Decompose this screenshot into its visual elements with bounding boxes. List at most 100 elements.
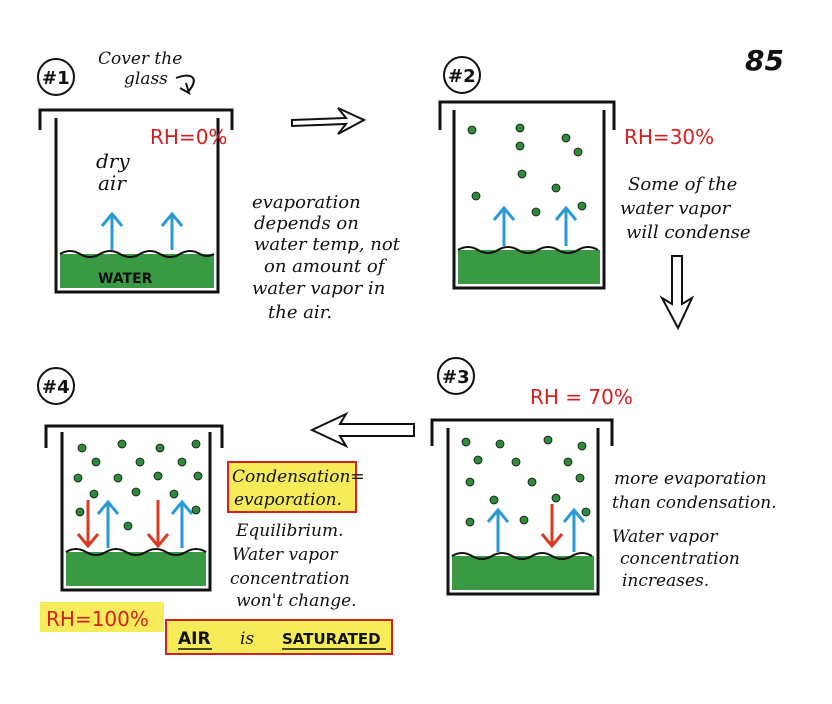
- panel-1-label-circle: [37, 58, 75, 96]
- note-line: water vapor in: [252, 278, 385, 299]
- panel-4-rh: RH=100%: [46, 607, 149, 631]
- up-arrow-icon: [170, 499, 194, 548]
- panel-1: #1 Cover the glass WATER RH=0% dry air: [37, 49, 234, 294]
- panel-2-water-surface: [457, 246, 599, 254]
- panel-2-water: [458, 250, 600, 284]
- vapor-molecule: [131, 487, 141, 497]
- panel-4-note-line: Equilibrium.: [235, 521, 343, 541]
- panel-1-note: evaporation depends on water temp, not o…: [252, 192, 401, 323]
- vapor-molecule: [465, 477, 475, 487]
- panel-2-rh: RH=30%: [624, 125, 714, 149]
- vapor-molecule: [191, 439, 201, 449]
- vapor-molecule: [473, 455, 483, 465]
- up-arrow-icon: [554, 205, 578, 246]
- panel-3-note-line: than condensation.: [612, 493, 777, 513]
- panel-3-note-line: concentration: [620, 549, 740, 569]
- panel-4-label: #4: [42, 377, 70, 398]
- panel-3-vapor: [461, 435, 591, 527]
- vapor-molecule: [155, 443, 165, 453]
- note-line: evaporation: [252, 192, 361, 213]
- panel-4-note-line: concentration: [230, 569, 350, 589]
- up-arrow-icon: [160, 211, 184, 250]
- vapor-molecule: [575, 473, 585, 483]
- vapor-molecule: [531, 207, 541, 217]
- panel-2-label-circle: [443, 56, 481, 94]
- panel-1-water: [60, 254, 214, 288]
- panel-2-up-arrows: [492, 205, 578, 246]
- saturated-word-is: is: [240, 629, 254, 649]
- vapor-molecule: [489, 495, 499, 505]
- panel-1-dry-line2: air: [98, 171, 127, 195]
- up-arrow-icon: [96, 499, 120, 548]
- panel-2-lid: [438, 100, 616, 130]
- panel-2-note-line: water vapor: [620, 198, 732, 219]
- note-line: on amount of: [264, 256, 388, 277]
- vapor-molecule: [495, 439, 505, 449]
- vapor-molecule: [519, 515, 529, 525]
- panel-3-label-circle: [437, 357, 475, 395]
- panel-3-label: #3: [442, 367, 470, 388]
- panel-2-vapor: [467, 123, 587, 217]
- condensation-highlight-box: [227, 461, 357, 513]
- vapor-molecule: [577, 441, 587, 451]
- panel-1-water-surface: [59, 250, 215, 258]
- evaporation-label: evaporation.: [234, 490, 342, 510]
- panel-3-glass: [446, 428, 600, 596]
- panel-1-lid: [38, 108, 234, 130]
- note-line: water temp, not: [254, 234, 401, 255]
- vapor-molecule: [515, 141, 525, 151]
- panel-3-note-line: Water vapor: [612, 527, 718, 547]
- panel-3-note-line: more evaporation: [614, 469, 767, 489]
- panel-3-arrows: [486, 504, 586, 552]
- panel-1-up-arrows: [100, 211, 184, 250]
- panel-1-rh: RH=0%: [150, 125, 227, 149]
- vapor-molecule: [113, 473, 123, 483]
- vapor-molecule: [561, 133, 571, 143]
- arrow-right-icon: [291, 107, 367, 135]
- panel-4-note-line: Water vapor: [232, 545, 338, 565]
- panel-1-label: #1: [42, 68, 70, 89]
- vapor-molecule: [461, 437, 471, 447]
- vapor-molecule: [193, 471, 203, 481]
- up-arrow-icon: [562, 507, 586, 552]
- vapor-molecule: [191, 505, 201, 515]
- vapor-molecule: [573, 147, 583, 157]
- curved-arrow-icon: [175, 74, 195, 96]
- vapor-molecule: [153, 471, 163, 481]
- panel-4-label-circle: [37, 367, 75, 405]
- vapor-molecule: [169, 489, 179, 499]
- note-line: depends on: [254, 213, 359, 234]
- vapor-molecule: [73, 473, 83, 483]
- vapor-molecule: [551, 493, 561, 503]
- panel-3: #3 RH = 70% more evap: [430, 357, 777, 596]
- down-arrow-icon: [146, 500, 170, 549]
- panel-2-glass: [452, 110, 606, 290]
- panel-3-lid: [430, 418, 614, 446]
- vapor-molecule: [511, 457, 521, 467]
- panel-4: #4: [37, 367, 393, 655]
- vapor-molecule: [117, 439, 127, 449]
- panel-1-caption-line1: Cover the: [98, 49, 182, 69]
- vapor-molecule: [467, 125, 477, 135]
- panel-4-glass: [60, 432, 212, 592]
- vapor-molecule: [177, 457, 187, 467]
- down-arrow-icon: [76, 500, 100, 549]
- vapor-molecule: [75, 507, 85, 517]
- panel-4-vapor: [73, 439, 203, 531]
- panel-3-water: [452, 556, 594, 590]
- panel-1-water-label: WATER: [98, 271, 153, 287]
- vapor-molecule: [517, 169, 527, 179]
- vapor-molecule: [465, 517, 475, 527]
- panel-1-dry-line1: dry: [96, 149, 130, 173]
- panel-4-arrows: [76, 499, 194, 549]
- panel-1-caption-line2: glass: [124, 69, 168, 89]
- vapor-molecule: [563, 457, 573, 467]
- panel-1-glass: [54, 118, 220, 294]
- panel-3-water-surface: [451, 552, 593, 560]
- up-arrow-icon: [486, 507, 510, 552]
- vapor-molecule: [551, 183, 561, 193]
- vapor-molecule: [471, 191, 481, 201]
- vapor-molecule: [515, 123, 525, 133]
- panel-4-water-surface: [65, 548, 207, 556]
- up-arrow-icon: [100, 211, 124, 250]
